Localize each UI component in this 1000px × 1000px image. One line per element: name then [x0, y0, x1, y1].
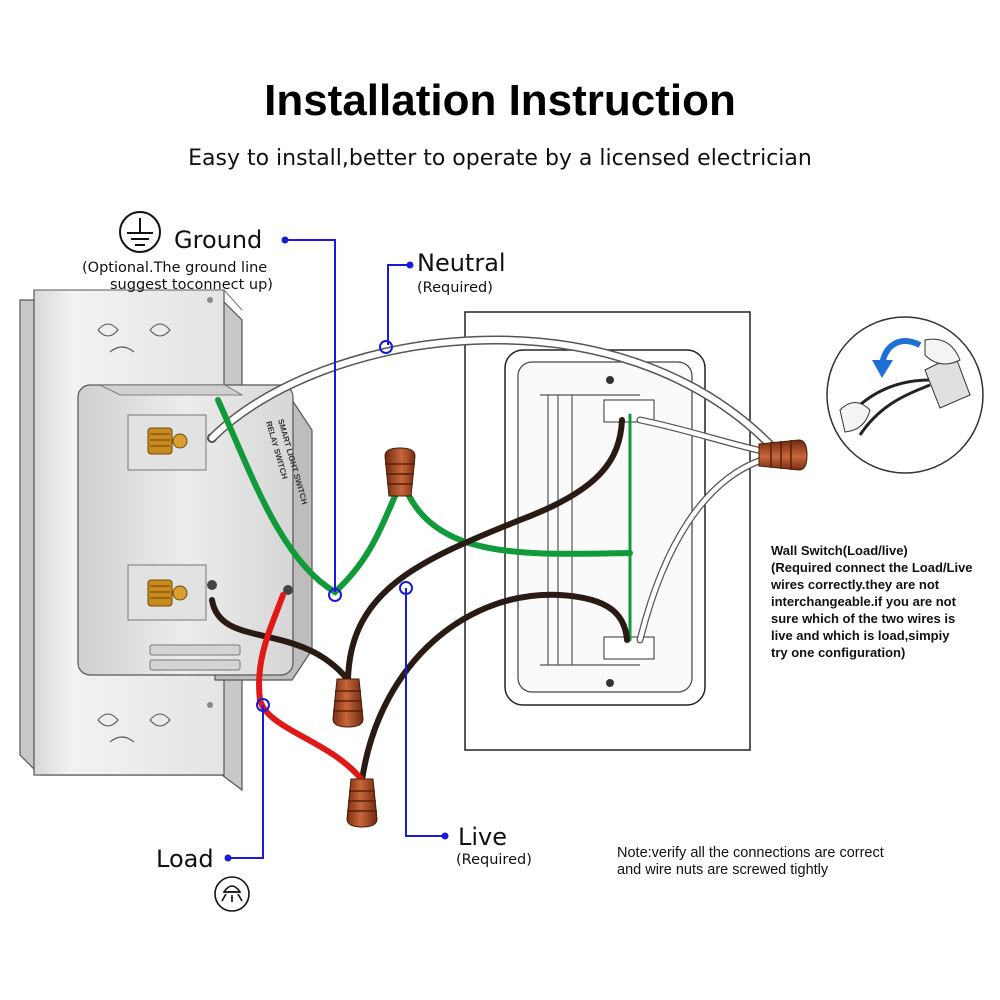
wire-nut-neutral — [758, 439, 808, 471]
wall-switch-line5: sure which of the two wires is — [771, 611, 956, 626]
wall-switch-line2: (Required connect the Load/Live — [771, 560, 973, 575]
smart-switch-body: SMART LIGHT SWITCH RELAY SWITCH — [77, 384, 313, 681]
pointer-rings — [256, 340, 413, 712]
ground-label: Ground — [174, 226, 263, 254]
live-label: Live — [458, 823, 508, 851]
neutral-cable — [207, 335, 785, 460]
ground-wire — [215, 397, 633, 642]
light-bulb-icon — [214, 876, 250, 912]
ground-note-line1: (Optional.The ground line — [82, 260, 268, 276]
ground-note-line2: suggest toconnect up) — [110, 277, 273, 293]
ground-symbol-icon — [119, 211, 161, 253]
wall-switch-line4: interchangeable.if you are not — [771, 594, 956, 609]
footer-note-line2: and wire nuts are screwed tightly — [617, 862, 829, 878]
wire-nut-live — [332, 678, 364, 728]
load-label: Load — [156, 845, 214, 873]
wall-switch-note: Wall Switch(Load/live) (Required connect… — [771, 542, 973, 661]
page-subtitle: Easy to install,better to operate by a l… — [188, 146, 812, 171]
pointer-lines — [228, 239, 445, 859]
wire-nut-twist-inset — [826, 316, 984, 474]
wall-switch-line3: wires correctly.they are not — [771, 577, 940, 592]
footer-note: Note:verify all the connections are corr… — [617, 845, 884, 879]
screw-terminal-bottom — [147, 579, 188, 607]
wires — [207, 335, 785, 783]
page-title: Installation Instruction — [264, 76, 736, 125]
wall-switch-line6: live and which is load,simpiy — [771, 628, 950, 643]
electrical-box — [464, 311, 751, 751]
footer-note-line1: Note:verify all the connections are corr… — [617, 845, 884, 861]
live-note: (Required) — [456, 852, 532, 868]
neutral-note: (Required) — [417, 280, 493, 296]
wire-nut-load — [346, 778, 378, 828]
neutral-label: Neutral — [417, 249, 506, 277]
wall-switch-line7: try one configuration) — [771, 645, 906, 660]
wire-nut-ground — [384, 447, 416, 497]
wall-switch-line1: Wall Switch(Load/live) — [771, 543, 908, 558]
screw-terminal-top — [147, 427, 188, 455]
pointer-dots — [224, 236, 449, 862]
